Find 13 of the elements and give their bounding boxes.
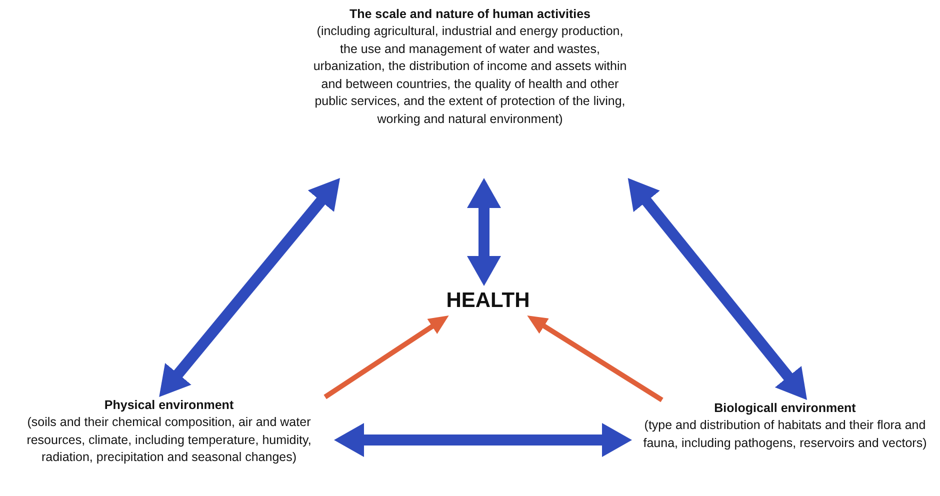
node-description: (including agricultural, industrial and energy production, the use and management of water and wastes, urbanization, the distribution of income and assets within and between countries, the quality of health and other public services, and the extent of protection of the living, working and natural environment) bbox=[312, 23, 628, 128]
node-description: (type and distribution of habitats and their flora and fauna, including pathogens, reservoirs and vectors) bbox=[642, 417, 928, 452]
node-heading: The scale and nature of human activities bbox=[348, 6, 592, 23]
center-label: HEALTH bbox=[445, 288, 531, 314]
arrow bbox=[334, 423, 632, 457]
arrow bbox=[527, 315, 664, 402]
arrow bbox=[159, 178, 340, 397]
arrow bbox=[324, 315, 449, 400]
arrow bbox=[467, 178, 501, 286]
node-description: (soils and their chemical composition, air and water resources, climate, including temperature, humidity, radiation, precipitation and seasonal changes) bbox=[26, 414, 312, 466]
node-heading: Biologicall environment bbox=[713, 400, 857, 417]
node-heading: Physical environment bbox=[103, 397, 235, 414]
arrow bbox=[628, 178, 808, 400]
